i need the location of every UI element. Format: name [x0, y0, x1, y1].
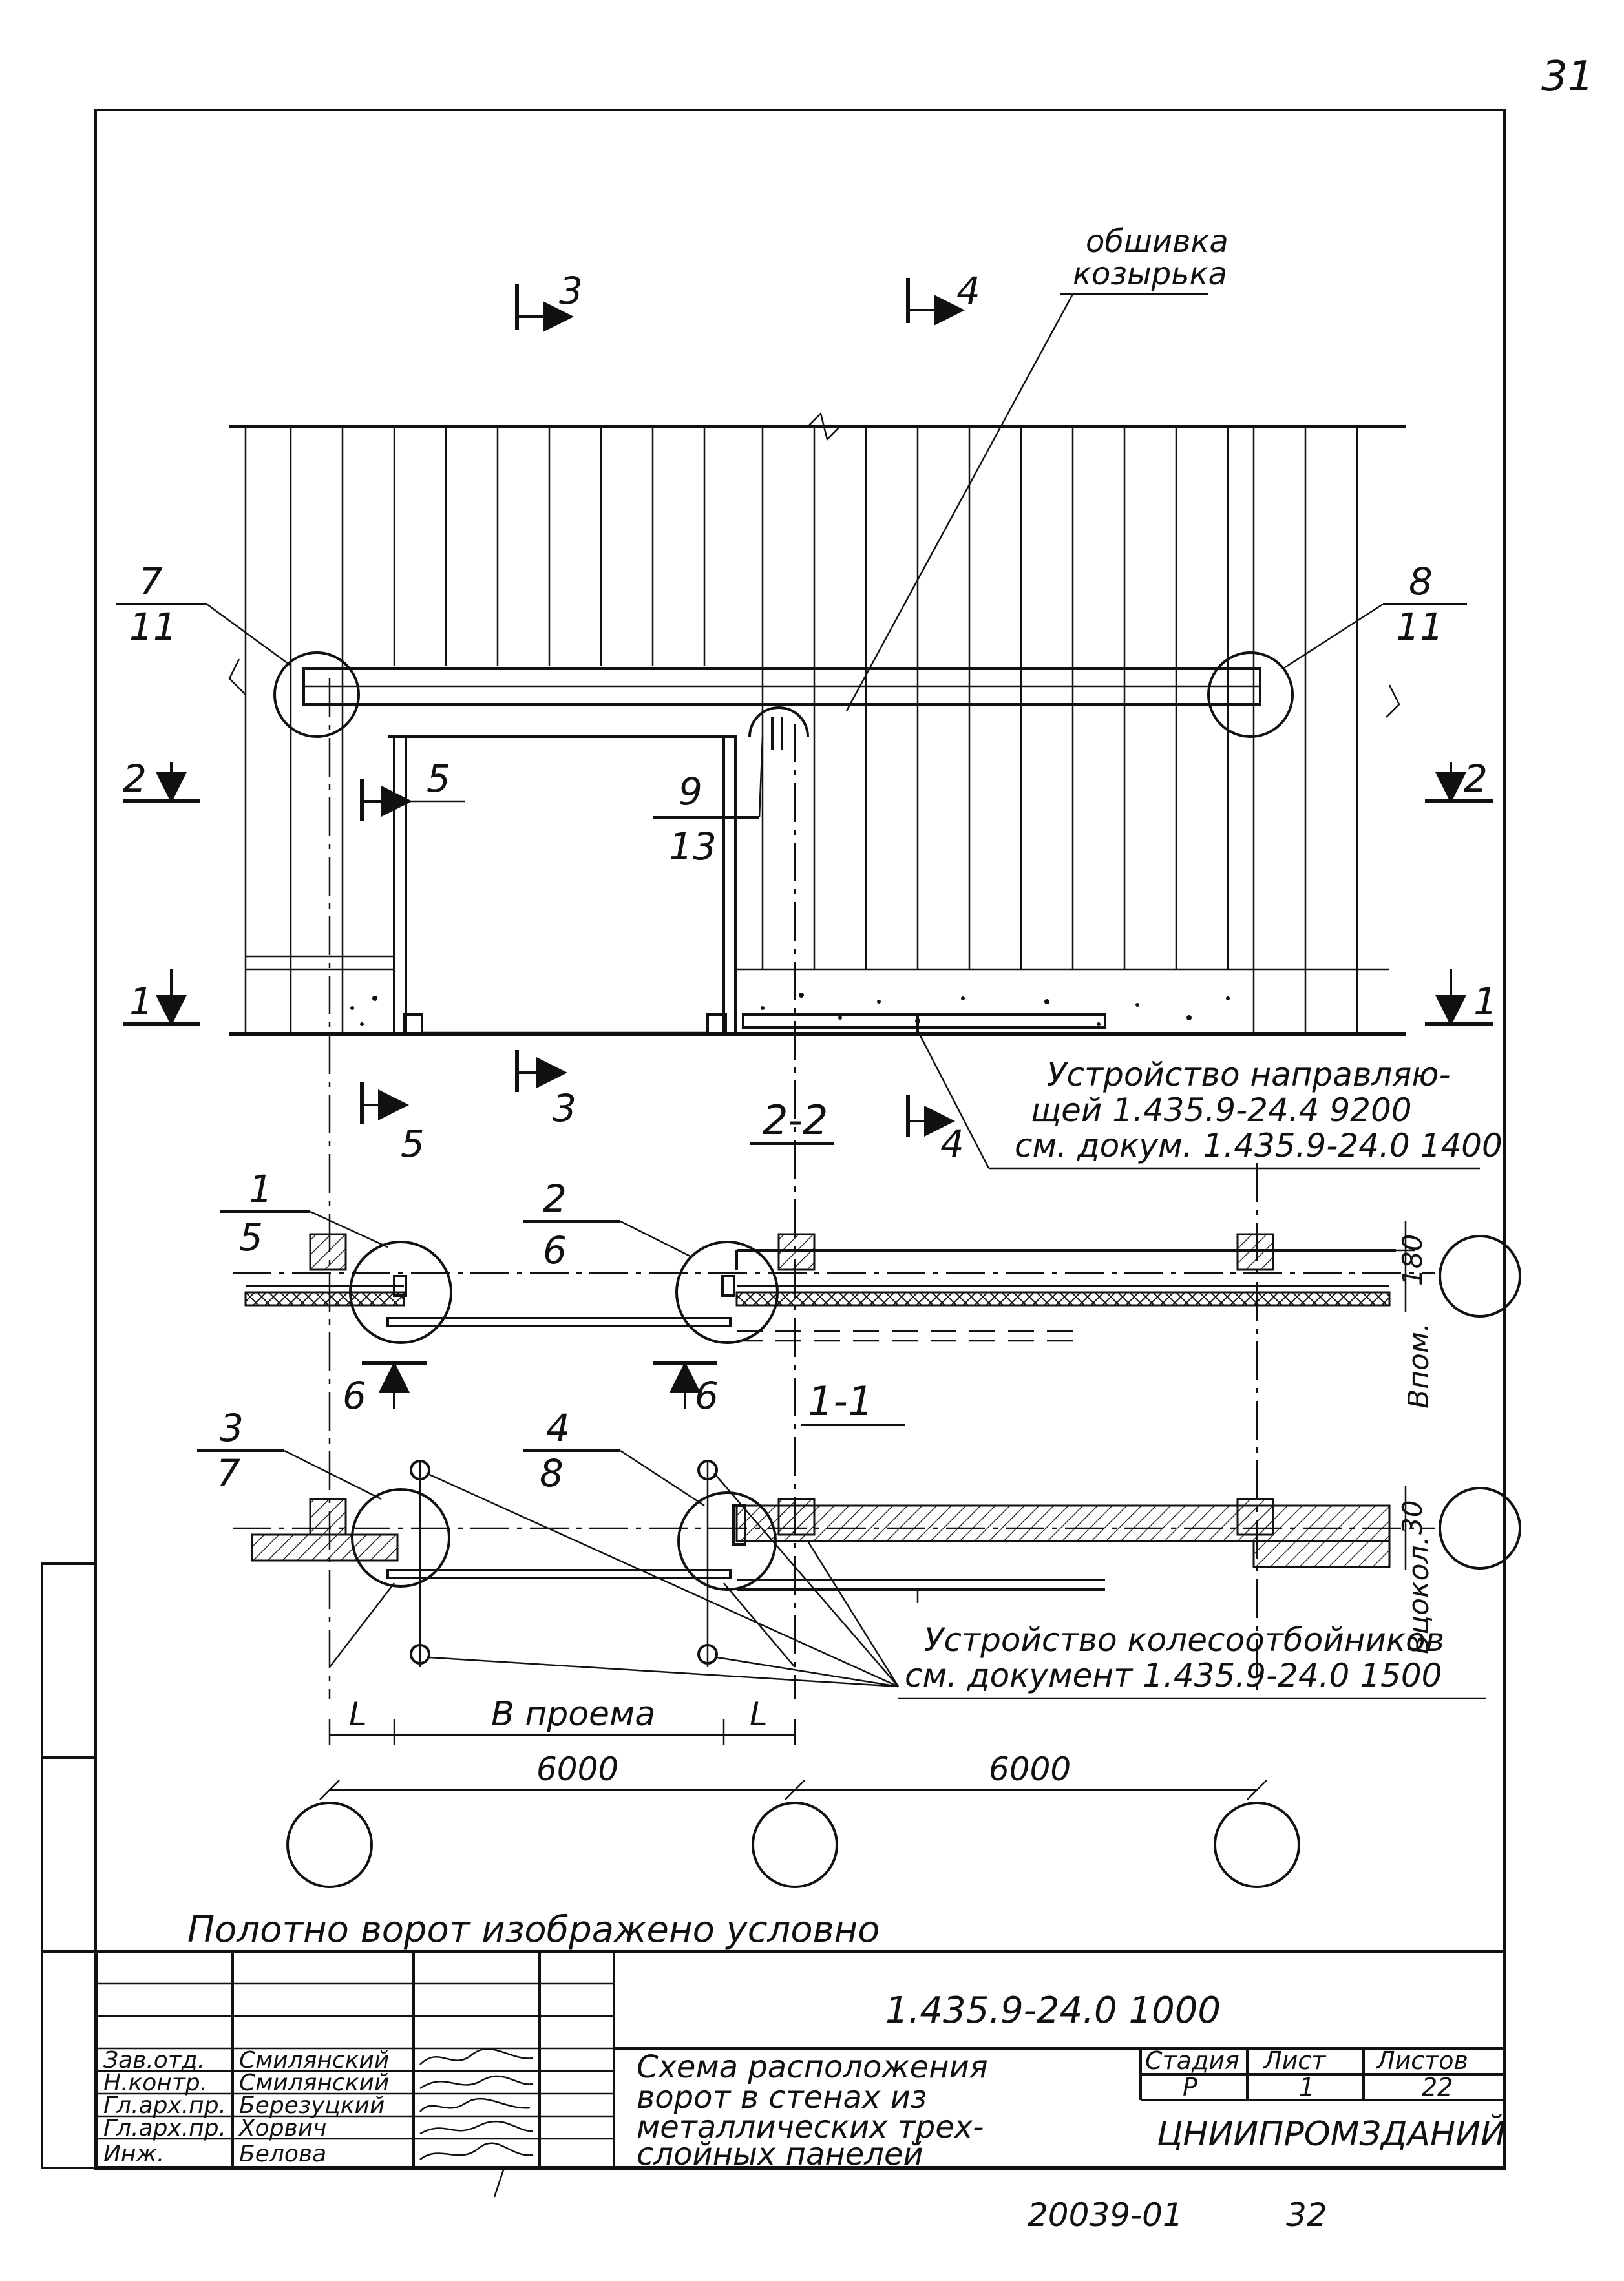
svg-text:30: 30: [1397, 1500, 1428, 1535]
plan-1-1: 1-1 30 Вцокол.: [197, 1378, 1521, 1888]
svg-text:Хорвич: Хорвич: [238, 2115, 326, 2141]
organization: ЦНИИПРОМЗДАНИЙ: [1157, 2114, 1506, 2154]
svg-text:Р: Р: [1183, 2073, 1197, 2101]
section-mark-1-right: 1: [1425, 969, 1497, 1026]
svg-text:2: 2: [1464, 757, 1488, 801]
binding-strip: [41, 1562, 97, 2169]
section-mark-1-left: 1: [123, 969, 200, 1026]
signatures: [419, 2048, 534, 2198]
svg-text:5: 5: [239, 1215, 263, 1259]
doc-code: 1.435.9-24.0 1000: [885, 1990, 1221, 2032]
svg-text:металлических трех-: металлических трех-: [637, 2109, 984, 2145]
section-mark-2-left: 2: [123, 757, 200, 803]
page-number: 31: [1541, 53, 1594, 101]
note-conventional: Полотно ворот изображено условно: [187, 1909, 880, 1951]
detail-circle-8: [1207, 651, 1294, 738]
svg-text:4: 4: [956, 269, 980, 313]
plan-1-1-title: 1-1: [808, 1378, 873, 1425]
panel-joints: [244, 426, 1358, 1034]
svg-text:13: 13: [669, 825, 717, 868]
svg-text:L: L: [349, 1696, 367, 1733]
svg-text:Впом.: Впом.: [1402, 1323, 1435, 1409]
plan-2-2: 2-2 180 Впом. 6: [220, 1097, 1521, 1418]
svg-text:1: 1: [129, 980, 153, 1024]
callout-7-11: 7 11: [116, 560, 291, 667]
section-mark-2-right: 2: [1425, 757, 1493, 803]
svg-text:4: 4: [546, 1406, 570, 1450]
svg-text:6: 6: [695, 1374, 719, 1418]
gate-post-right: [722, 735, 737, 1035]
svg-text:Белова: Белова: [239, 2141, 326, 2167]
detail-circle-7: [273, 651, 360, 738]
section-mark-5-elev: 5: [360, 757, 465, 821]
svg-text:6: 6: [343, 1374, 366, 1418]
plinth-concrete: [350, 993, 1230, 1026]
plan-2-2-title: 2-2: [763, 1097, 828, 1144]
cladding-label-2: козырька: [1073, 256, 1227, 292]
svg-text:11: 11: [1396, 605, 1444, 649]
svg-text:6000: 6000: [989, 1750, 1071, 1788]
svg-text:Березуцкий: Березуцкий: [239, 2092, 385, 2119]
svg-text:Гл.арх.пр.: Гл.арх.пр.: [103, 2092, 226, 2119]
svg-text:ворот в стенах из: ворот в стенах из: [637, 2079, 927, 2116]
guide-note: Устройство направляю- щей 1.435.9-24.4 9…: [916, 1030, 1503, 1170]
svg-text:5: 5: [427, 757, 450, 801]
elevation-view: [228, 412, 1406, 1699]
svg-text:Лист: Лист: [1262, 2046, 1327, 2075]
gate-post-left: [393, 735, 407, 1035]
svg-text:3: 3: [553, 1086, 576, 1130]
svg-text:Стадия: Стадия: [1145, 2046, 1239, 2075]
bottom-guide-rail: [742, 1013, 1106, 1029]
svg-text:3: 3: [559, 269, 583, 313]
svg-text:Вцокол.: Вцокол.: [1402, 1536, 1435, 1654]
cladding-label-1: обшивка: [1086, 224, 1229, 260]
svg-text:Устройство направляю-: Устройство направляю-: [1047, 1056, 1451, 1093]
svg-text:180: 180: [1397, 1234, 1428, 1286]
svg-text:1: 1: [1473, 980, 1497, 1024]
svg-text:Смилянский: Смилянский: [239, 2070, 389, 2096]
callout-9-13: 9 13: [653, 736, 764, 868]
svg-text:Схема расположения: Схема расположения: [637, 2049, 988, 2085]
svg-text:22: 22: [1422, 2073, 1453, 2101]
svg-text:4: 4: [940, 1122, 964, 1166]
svg-text:7: 7: [139, 560, 163, 604]
svg-text:слойных панелей: слойных панелей: [637, 2136, 923, 2172]
callout-8-11: 8 11: [1282, 560, 1467, 670]
section-mark-4-top: 4: [906, 269, 980, 326]
section-mark-5-bottom: 5: [360, 1082, 425, 1166]
svg-text:щей 1.435.9-24.4 9200: щей 1.435.9-24.4 9200: [1031, 1091, 1412, 1129]
svg-text:1: 1: [249, 1167, 273, 1211]
title-block: 1.435.9-24.0 1000 Зав.отд. Смилянский Н.…: [94, 1950, 1506, 2198]
svg-text:11: 11: [129, 605, 177, 649]
section-mark-3-top: 3: [515, 269, 583, 332]
svg-text:2: 2: [123, 757, 147, 801]
svg-text:Смилянский: Смилянский: [239, 2047, 389, 2074]
svg-text:9: 9: [679, 770, 702, 814]
svg-text:Н.контр.: Н.контр.: [103, 2070, 207, 2096]
svg-text:7: 7: [216, 1451, 240, 1495]
section-mark-4-bottom: 4: [906, 1095, 964, 1166]
svg-text:L: L: [750, 1696, 768, 1733]
svg-text:6: 6: [543, 1228, 567, 1272]
svg-text:Устройство колесоотбойников: Устройство колесоотбойников: [924, 1621, 1444, 1659]
svg-text:8: 8: [540, 1451, 564, 1495]
svg-text:Инж.: Инж.: [103, 2141, 164, 2167]
svg-text:5: 5: [401, 1122, 425, 1166]
svg-text:3: 3: [220, 1406, 244, 1450]
svg-text:см. докум. 1.435.9-24.0 1400: см. докум. 1.435.9-24.0 1400: [1015, 1127, 1503, 1164]
svg-text:В проема: В проема: [491, 1695, 655, 1734]
svg-text:6000: 6000: [536, 1750, 618, 1788]
svg-text:2: 2: [543, 1177, 567, 1221]
bottom-code: 20039-01: [1028, 2196, 1183, 2234]
bottom-page: 32: [1286, 2196, 1327, 2234]
svg-text:8: 8: [1409, 560, 1433, 604]
svg-text:1: 1: [1299, 2073, 1314, 2101]
svg-text:Гл.арх.пр.: Гл.арх.пр.: [103, 2115, 226, 2141]
svg-text:Зав.отд.: Зав.отд.: [103, 2047, 205, 2074]
svg-text:Листов: Листов: [1375, 2046, 1468, 2075]
svg-text:см. документ 1.435.9-24.0 1500: см. документ 1.435.9-24.0 1500: [905, 1657, 1442, 1694]
section-mark-3-bottom: 3: [515, 1050, 576, 1130]
